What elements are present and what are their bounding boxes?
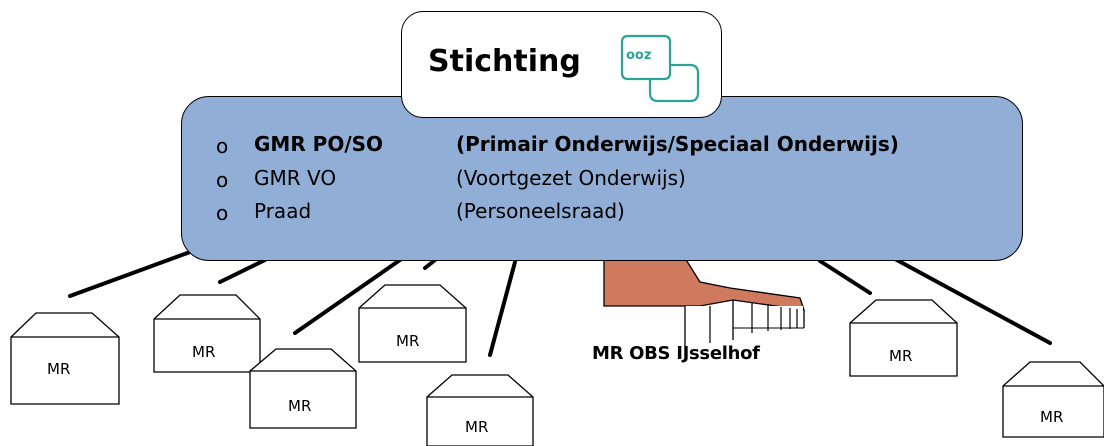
house-mr-3 <box>358 284 467 363</box>
list-item-name: GMR VO <box>254 166 337 190</box>
house-mr-6 <box>849 299 958 377</box>
logo-text: ooz <box>626 48 652 63</box>
list-bullet: o <box>216 134 229 158</box>
list-item-desc: (Primair Onderwijs/Speciaal Onderwijs) <box>456 132 899 156</box>
connector-line <box>423 258 437 270</box>
house-label: MR <box>192 343 216 361</box>
list-item-name: GMR PO/SO <box>254 132 384 156</box>
connector-line <box>488 260 517 357</box>
house-label: MR <box>47 360 71 378</box>
connector-line <box>893 257 1052 345</box>
connector-line <box>218 258 267 284</box>
connector-lines <box>68 250 1052 357</box>
page-title: Stichting <box>428 44 581 79</box>
list-bullet: o <box>216 201 229 225</box>
house-mr-2 <box>153 294 261 373</box>
house-mr-1 <box>10 312 120 405</box>
house-label: MR <box>288 397 312 415</box>
connector-line <box>68 250 192 298</box>
list-item-name: Praad <box>254 199 312 223</box>
house-label: MR <box>465 418 489 436</box>
connector-line <box>818 259 872 295</box>
connector-line <box>293 258 402 335</box>
list-bullet: o <box>216 168 229 192</box>
house-label: MR <box>396 332 420 350</box>
school-building-icon <box>603 257 805 346</box>
house-label: MR <box>1040 408 1064 426</box>
school-label: MR OBS IJsselhof <box>592 343 760 364</box>
ooz-logo-icon <box>620 34 700 103</box>
house-mr-5 <box>426 374 534 446</box>
house-mr-7 <box>1002 361 1104 438</box>
list-item-desc: (Personeelsraad) <box>456 199 625 223</box>
house-mr-4 <box>249 348 357 429</box>
list-item-desc: (Voortgezet Onderwijs) <box>456 166 686 190</box>
house-label: MR <box>889 347 913 365</box>
